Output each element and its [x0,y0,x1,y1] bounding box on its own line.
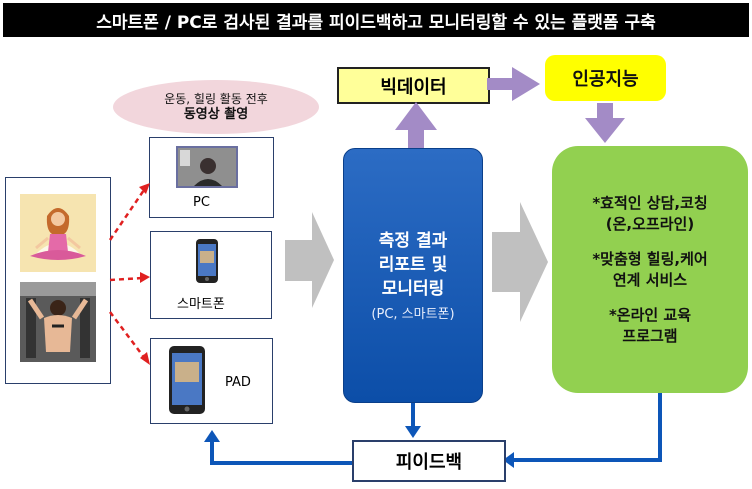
tablet-icon [169,346,205,414]
center-line3: 모니터링 [381,279,445,299]
service-3-line1: *온라인 교육 [608,305,692,324]
capture-note-line1: 운동, 힐링 활동 전후 [164,92,268,106]
title-banner: 스마트폰 / PC로 검사된 결과를 피이드백하고 모니터링할 수 있는 플랫폼… [3,3,749,37]
red-arrowhead-pad [140,352,150,365]
service-item: *효적인 상담,코칭 (온,오프라인) [592,193,707,235]
service-2-line1: *맞춤형 힐링,케어 [592,249,708,268]
service-3-line2: 프로그램 [622,326,678,345]
service-2-line2: 연계 서비스 [612,270,688,289]
grey-arrow-left [285,212,334,308]
big-data-box: 빅데이터 [337,67,490,104]
smartphone-label: 스마트폰 [177,297,225,312]
purple-arrow-right [487,67,540,101]
red-arrowhead-phone [140,272,150,283]
pc-label: PC [193,195,210,210]
report-monitoring-box: 측정 결과 리포트 및 모니터링 (PC, 스마트폰) [343,148,483,403]
page-title: 스마트폰 / PC로 검사된 결과를 피이드백하고 모니터링할 수 있는 플랫폼… [96,12,656,33]
capture-note-line2: 동영상 촬영 [183,107,249,122]
service-1-line2: (온,오프라인) [605,214,695,233]
red-arrowhead-pc [139,183,150,194]
center-line2: 리포트 및 [378,255,448,275]
center-line1: 측정 결과 [378,231,448,251]
red-dashed-arrow-pc [108,189,146,241]
ai-box: 인공지능 [545,55,666,101]
yoga-woman-image [20,194,96,272]
feedback-box: 피이드백 [352,440,506,482]
ai-label: 인공지능 [572,69,639,90]
capture-note-oval: 운동, 힐링 활동 전후 동영상 촬영 [113,80,319,134]
pad-label: PAD [225,375,251,390]
services-box: *효적인 상담,코칭 (온,오프라인) *맞춤형 힐링,케어 연계 서비스 *온… [552,146,748,393]
purple-arrow-down [585,103,625,143]
red-dashed-arrow-pad [109,311,144,357]
grey-arrow-right [492,202,548,322]
center-sub: (PC, 스마트폰) [371,307,455,322]
red-dashed-arrow-phone [109,276,143,282]
monitor-icon [176,146,238,188]
blue-arrow-from-services [514,393,662,462]
blue-arrow-to-pad [210,442,352,465]
service-item: *온라인 교육 프로그램 [609,305,691,347]
service-item: *맞춤형 힐링,케어 연계 서비스 [592,249,707,291]
purple-arrow-up [395,102,437,148]
feedback-label: 피이드백 [395,452,463,473]
phone-icon [196,239,218,283]
big-data-label: 빅데이터 [380,76,447,98]
service-1-line1: *효적인 상담,코칭 [592,193,708,212]
gym-woman-image [20,282,96,362]
